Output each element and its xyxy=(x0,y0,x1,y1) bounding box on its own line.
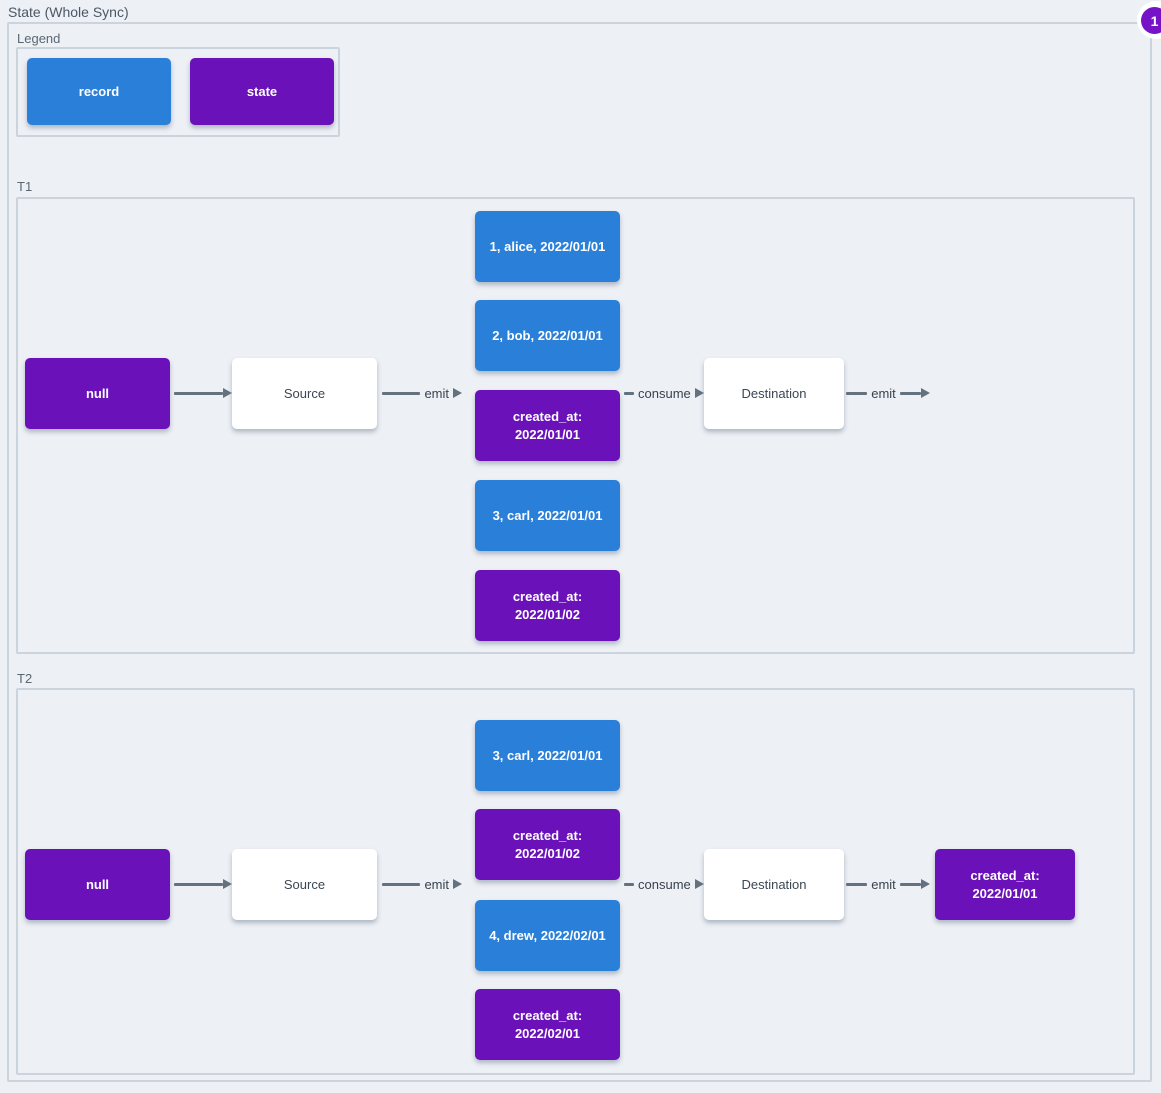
section-panel-t2 xyxy=(16,688,1135,1075)
arrow-head-icon xyxy=(453,388,462,398)
arrow-head-icon xyxy=(694,388,704,398)
edge-consume: consume xyxy=(624,873,704,895)
arrow-head-icon xyxy=(453,879,462,889)
queue-state-box: created_at: 2022/01/02 xyxy=(475,570,620,641)
edge-label: emit xyxy=(871,876,896,892)
arrow-null-to-source xyxy=(174,382,232,404)
edge-label: consume xyxy=(638,876,691,892)
arrow-line xyxy=(382,391,421,395)
edge-emit-out: emit xyxy=(846,382,930,404)
badge-number: 1 xyxy=(1150,12,1159,29)
arrow-line xyxy=(174,882,223,886)
arrow-head-icon xyxy=(921,388,930,398)
initial-state-node: null xyxy=(25,849,170,920)
source-node: Source xyxy=(232,358,377,429)
queue-state-box: created_at: 2022/02/01 xyxy=(475,989,620,1060)
queue-state-box: created_at: 2022/01/01 xyxy=(475,390,620,461)
arrow-head-icon xyxy=(921,879,930,889)
arrow-line xyxy=(624,391,634,395)
edge-label: emit xyxy=(424,876,449,892)
outer-panel xyxy=(7,22,1152,1082)
initial-state-node: null xyxy=(25,358,170,429)
edge-emit-in: emit xyxy=(382,873,462,895)
destination-node: Destination xyxy=(704,849,844,920)
edge-label: emit xyxy=(424,385,449,401)
page-title: State (Whole Sync) xyxy=(8,4,129,20)
arrow-head-icon xyxy=(694,879,704,889)
arrow-line xyxy=(899,391,921,395)
arrow-line xyxy=(899,882,921,886)
arrow-line xyxy=(382,882,421,886)
section-panel-t1 xyxy=(16,197,1135,654)
badge-circle: 1 xyxy=(1141,7,1161,34)
annotation-badge: 1 xyxy=(1137,1,1161,39)
edge-label: consume xyxy=(638,385,691,401)
section-label-t1: T1 xyxy=(17,179,33,194)
queue-record-box: 4, drew, 2022/02/01 xyxy=(475,900,620,971)
legend-label: Legend xyxy=(17,31,61,46)
arrow-line xyxy=(846,882,868,886)
source-node: Source xyxy=(232,849,377,920)
arrow-null-to-source xyxy=(174,873,232,895)
arrow-line xyxy=(846,391,868,395)
arrow-head-icon xyxy=(223,879,232,889)
edge-label: emit xyxy=(871,385,896,401)
queue-record-box: 2, bob, 2022/01/01 xyxy=(475,300,620,371)
queue-state-box: created_at: 2022/01/02 xyxy=(475,809,620,880)
queue-record-box: 1, alice, 2022/01/01 xyxy=(475,211,620,282)
edge-consume: consume xyxy=(624,382,704,404)
legend-item-state: state xyxy=(190,58,334,125)
arrow-line xyxy=(174,391,223,395)
output-state-node: created_at: 2022/01/01 xyxy=(935,849,1075,920)
arrow-line xyxy=(624,882,634,886)
section-label-t2: T2 xyxy=(17,671,33,686)
arrow-head-icon xyxy=(223,388,232,398)
queue-record-box: 3, carl, 2022/01/01 xyxy=(475,480,620,551)
legend-item-record: record xyxy=(27,58,171,125)
edge-emit-out: emit xyxy=(846,873,930,895)
legend-panel: record state xyxy=(16,47,340,137)
destination-node: Destination xyxy=(704,358,844,429)
queue-record-box: 3, carl, 2022/01/01 xyxy=(475,720,620,791)
edge-emit-in: emit xyxy=(382,382,462,404)
